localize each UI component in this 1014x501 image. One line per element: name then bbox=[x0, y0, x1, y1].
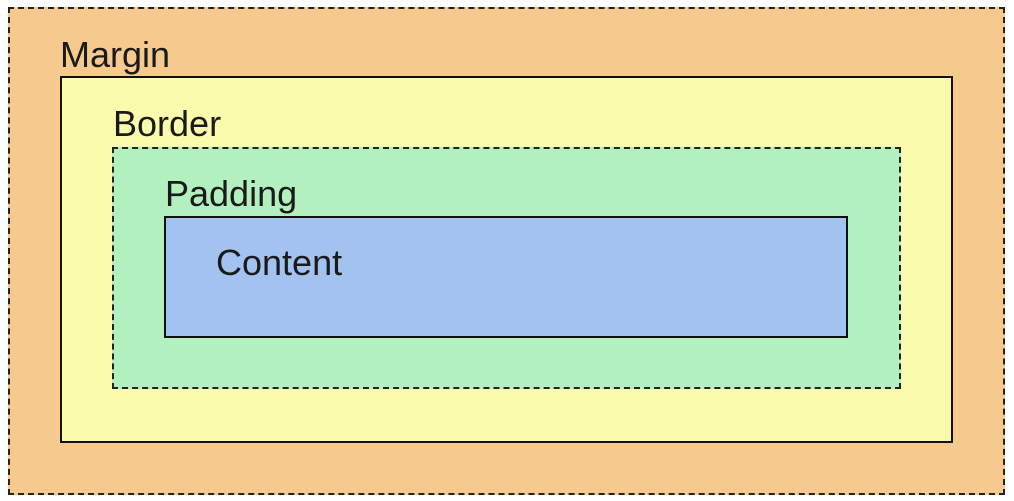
border-label: Border bbox=[113, 103, 222, 144]
content-box bbox=[164, 216, 848, 338]
margin-label: Margin bbox=[60, 34, 171, 75]
padding-label: Padding bbox=[165, 173, 298, 214]
content-label: Content bbox=[216, 242, 343, 283]
